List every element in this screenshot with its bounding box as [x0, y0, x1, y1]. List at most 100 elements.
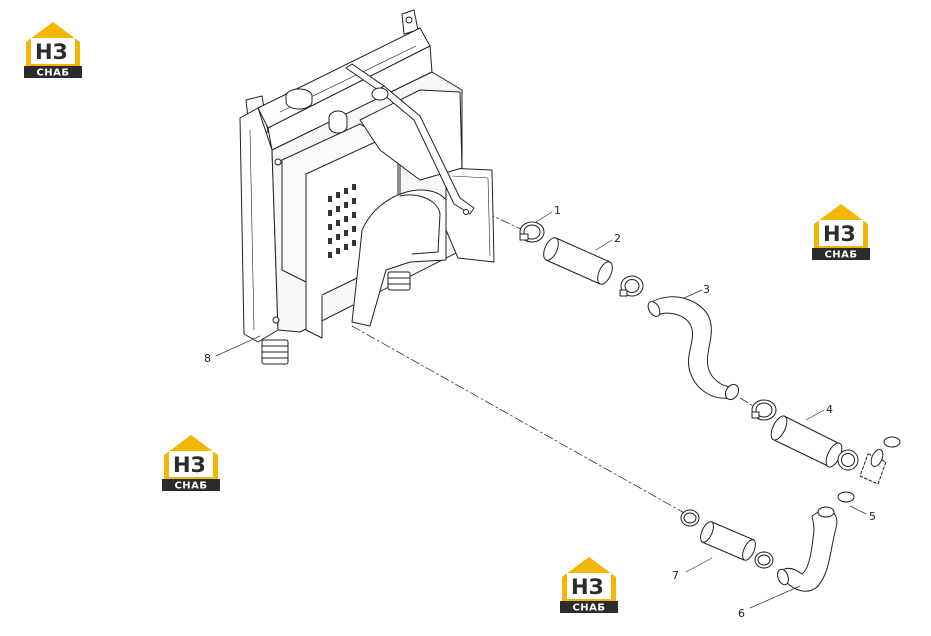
- watermark-logo-right: НЗ СНАБ: [810, 202, 872, 260]
- vent-slot: [352, 184, 356, 190]
- vent-slot: [352, 212, 356, 218]
- outlet-pipe: [387, 271, 411, 291]
- mount-hole: [405, 16, 413, 24]
- part-2-straight-hose: [543, 237, 613, 285]
- vent-slot: [328, 224, 332, 230]
- leader-line-1: [535, 211, 553, 223]
- pipe-fitting: [371, 87, 389, 101]
- shroud-front-edge: [305, 173, 323, 339]
- hose-end: [597, 261, 613, 285]
- hose-end: [770, 415, 788, 441]
- vent-slot: [344, 216, 348, 222]
- logo-house-inner: [31, 38, 75, 64]
- vent-slot: [352, 198, 356, 204]
- logo-bottom-text: СНАБ: [174, 481, 207, 492]
- pipe-mount-hole: [463, 209, 469, 215]
- bolt-head: [274, 158, 282, 166]
- logo-top-text: НЗ: [173, 453, 206, 477]
- watermark-logo-left-middle: НЗ СНАБ: [160, 433, 222, 491]
- logo-bar: [560, 601, 618, 613]
- filler-cap-body: [285, 95, 313, 110]
- vent-slots: [328, 184, 356, 258]
- overflow-pipe: [328, 63, 475, 215]
- clamp-screw: [619, 289, 628, 297]
- radiator-assembly: [239, 9, 495, 365]
- logo-house-inner: [169, 451, 213, 477]
- part-4-straight-hose: [770, 415, 843, 468]
- logo-bar: [812, 248, 870, 260]
- leader-line-8: [215, 335, 261, 357]
- pipe-cap-body: [328, 117, 348, 134]
- leader-lines: [215, 211, 867, 609]
- hose-end: [817, 506, 835, 518]
- vent-slot: [344, 230, 348, 236]
- part-7-straight-hose: [700, 521, 756, 561]
- clamp-screw: [751, 411, 760, 419]
- clamp-inner: [624, 279, 640, 293]
- small-clamp-bottom: [837, 491, 855, 503]
- vent-slot: [336, 248, 340, 254]
- clamp-inner: [841, 453, 855, 467]
- radiator-side-line: [249, 129, 255, 331]
- callout-6: 6: [738, 607, 745, 620]
- callout-labels: 1 2 3 4 5 6 7 8: [204, 204, 876, 620]
- overflow-pipe-rod: [377, 85, 475, 215]
- hose-end: [543, 237, 559, 261]
- part-6-lower-hose: [777, 506, 838, 592]
- leader-line-7: [685, 557, 713, 573]
- callout-3: 3: [703, 283, 710, 296]
- callout-2: 2: [614, 232, 621, 245]
- hose-end: [777, 568, 789, 586]
- hose-end: [724, 383, 740, 401]
- hose-clamp-upper: [619, 275, 644, 297]
- air-duct-inner: [399, 194, 441, 255]
- part-1-hose-clamp: [519, 221, 545, 243]
- callout-5: 5: [869, 510, 876, 523]
- bolt-head: [272, 316, 280, 324]
- leader-line-4: [805, 409, 825, 421]
- hose-body: [651, 296, 737, 399]
- logo-top-text: НЗ: [823, 222, 856, 246]
- hose-end: [742, 539, 756, 561]
- vent-slot: [328, 238, 332, 244]
- logo-bottom-text: СНАБ: [572, 603, 605, 614]
- part-3-shaped-hose: [647, 296, 740, 401]
- hose-clamp-lower-right: [837, 449, 859, 471]
- callout-1: 1: [554, 204, 561, 217]
- logo-top-text: НЗ: [35, 40, 68, 64]
- vent-slot: [328, 196, 332, 202]
- logo-bar: [162, 479, 220, 491]
- leader-line-5: [849, 505, 867, 515]
- vent-slot: [352, 226, 356, 232]
- logo-house-inner: [567, 573, 611, 599]
- vent-slot: [336, 220, 340, 226]
- vent-slot: [352, 240, 356, 246]
- connector-end: [870, 449, 884, 467]
- hose-end: [647, 301, 661, 317]
- callout-8: 8: [204, 352, 211, 365]
- logo-bottom-text: СНАБ: [824, 250, 857, 261]
- vent-slot: [336, 234, 340, 240]
- clamp-screw: [519, 233, 529, 241]
- clamp-inner: [755, 402, 773, 418]
- logo-bar: [24, 66, 82, 78]
- part-5-connector: [837, 436, 901, 503]
- callout-4: 4: [826, 403, 833, 416]
- vent-slot: [328, 210, 332, 216]
- watermark-logo-bottom: НЗ СНАБ: [558, 555, 620, 613]
- watermark-logo-top-left: НЗ СНАБ: [22, 20, 84, 78]
- small-clamp-top: [883, 436, 901, 448]
- clamp-inner: [683, 512, 697, 524]
- leader-line-3: [683, 289, 703, 299]
- hose-clamp-lower-left: [680, 509, 700, 527]
- logo-top-text: НЗ: [571, 575, 604, 599]
- vent-slot: [344, 188, 348, 194]
- hose-clamp-bottom: [754, 551, 774, 569]
- logo-bottom-text: СНАБ: [36, 68, 69, 79]
- vent-slot: [336, 192, 340, 198]
- vent-slot: [336, 206, 340, 212]
- centerline-lower: [351, 325, 689, 516]
- vent-slot: [328, 252, 332, 258]
- callout-7: 7: [672, 569, 679, 582]
